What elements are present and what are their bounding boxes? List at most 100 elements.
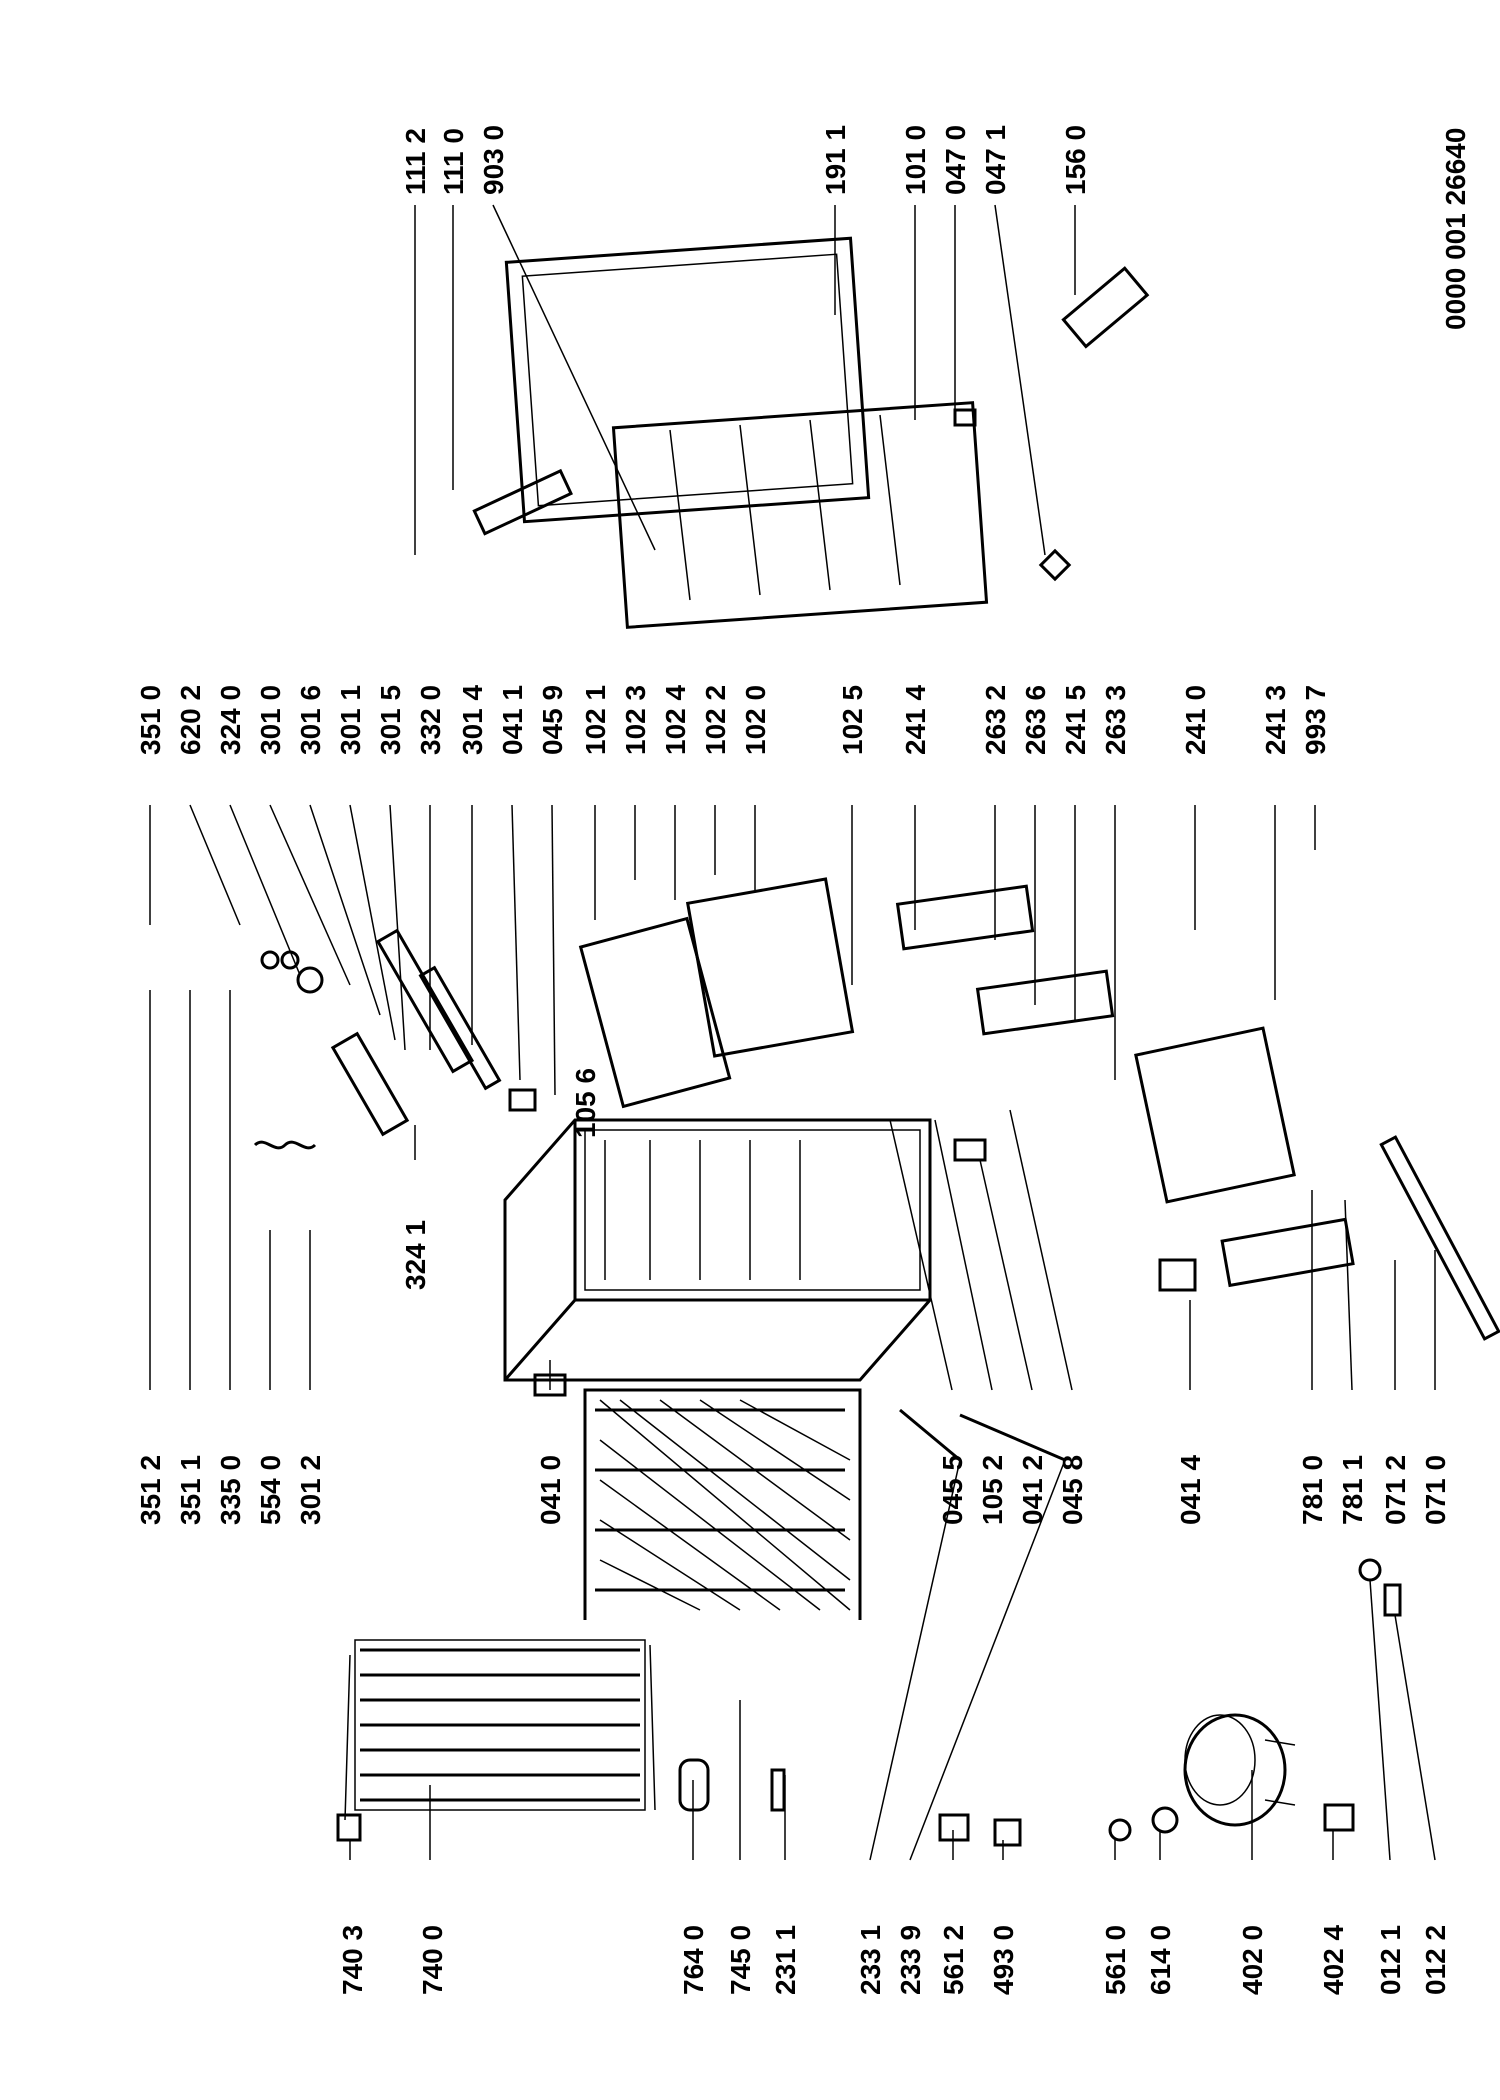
hinge-041-1 <box>508 1088 537 1112</box>
callout-045-9: 045 9 <box>537 685 568 755</box>
leader-line <box>349 804 396 1041</box>
relay-402-4 <box>1323 1803 1355 1832</box>
sensor-block <box>336 1813 362 1842</box>
cabinet <box>503 1118 932 1382</box>
callout-047-0: 047 0 <box>940 125 971 195</box>
callout-263-6: 263 6 <box>1020 685 1051 755</box>
callout-351-0: 351 0 <box>135 685 166 755</box>
door-panel <box>611 401 989 629</box>
callout-351-2: 351 2 <box>135 1455 166 1525</box>
callout-041-4: 041 4 <box>1175 1455 1206 1525</box>
callout-156-0: 156 0 <box>1060 125 1091 195</box>
callout-102-4: 102 4 <box>660 685 691 755</box>
callout-191-1: 191 1 <box>820 125 851 195</box>
callout-105-2: 105 2 <box>977 1455 1008 1525</box>
clip-493-0 <box>993 1818 1022 1847</box>
callout-041-1: 041 1 <box>497 685 528 755</box>
leader-line <box>979 1159 1033 1391</box>
callout-111-2: 111 2 <box>400 128 431 195</box>
leader-line <box>309 804 381 1016</box>
callout-301-5: 301 5 <box>375 685 406 755</box>
callout-332-0: 332 0 <box>415 685 446 755</box>
leader-line <box>551 804 556 1096</box>
callout-102-2: 102 2 <box>700 685 731 755</box>
leader-line <box>909 1459 1066 1861</box>
callout-263-2: 263 2 <box>980 685 1011 755</box>
shelf-241-4 <box>895 884 1035 951</box>
callout-233-1: 233 1 <box>855 1925 886 1995</box>
callout-101-0: 101 0 <box>900 125 931 195</box>
leader-line <box>389 804 406 1051</box>
condenser-bar-2 <box>959 1413 1066 1462</box>
callout-102-0: 102 0 <box>740 685 771 755</box>
callout-047-1: 047 1 <box>980 125 1011 195</box>
condenser-bar-1 <box>899 1408 961 1462</box>
basket-front-241-3 <box>1220 1217 1355 1288</box>
callout-620-2: 620 2 <box>175 685 206 755</box>
callout-324-0: 324 0 <box>215 685 246 755</box>
leader-line <box>269 804 351 986</box>
callout-301-1: 301 1 <box>335 685 366 755</box>
leader-line <box>994 204 1046 556</box>
hinge-041-2 <box>953 1138 987 1162</box>
callout-614-0: 614 0 <box>1145 1925 1176 1995</box>
stop-047-0 <box>953 408 977 427</box>
callout-301-2: 301 2 <box>295 1455 326 1525</box>
callout-402-0: 402 0 <box>1237 1925 1268 1995</box>
hinge-041-4 <box>1158 1258 1197 1292</box>
left-column-labels: 740 3 740 0 764 0 745 0 231 1 233 1 233 … <box>337 1925 1451 1995</box>
callout-071-2: 071 2 <box>1380 1455 1411 1525</box>
right-middle-column-labels: 351 0 620 2 324 0 301 0 301 6 301 1 301 … <box>135 685 1331 755</box>
callout-071-0: 071 0 <box>1420 1455 1451 1525</box>
plinth <box>1379 1135 1500 1341</box>
callout-740-3: 740 3 <box>337 1925 368 1995</box>
drawing-number: 0000 001 26640 <box>1440 128 1471 330</box>
leader-line <box>1394 1614 1436 1861</box>
callout-241-4: 241 4 <box>900 685 931 755</box>
door-gasket-inner <box>521 253 854 507</box>
callout-233-9: 233 9 <box>895 1925 926 1995</box>
hinge-041-0 <box>533 1373 567 1397</box>
callout-301-0: 301 0 <box>255 685 286 755</box>
callout-324-1: 324 1 <box>400 1220 431 1290</box>
clip-561-2 <box>938 1813 970 1842</box>
callout-335-0: 335 0 <box>215 1455 246 1525</box>
callout-554-0: 554 0 <box>255 1455 286 1525</box>
callout-301-6: 301 6 <box>295 685 326 755</box>
grommet-614-0 <box>1151 1806 1179 1834</box>
wire-shelves <box>583 1388 862 1620</box>
cap-012-2 <box>1383 1583 1402 1617</box>
callout-241-3: 241 3 <box>1260 685 1291 755</box>
callout-102-1: 102 1 <box>580 685 611 755</box>
leader-line <box>1369 1579 1391 1861</box>
callout-111-0: 111 0 <box>438 128 469 195</box>
callout-402-4: 402 4 <box>1318 1925 1349 1995</box>
callout-351-1: 351 1 <box>175 1455 206 1525</box>
callout-102-3: 102 3 <box>620 685 651 755</box>
drier <box>678 1758 710 1812</box>
leader-line <box>869 1459 961 1861</box>
callout-045-8: 045 8 <box>1057 1455 1088 1525</box>
door-shelves <box>669 414 901 601</box>
leader-line <box>189 804 241 926</box>
leader-line <box>1009 1109 1073 1391</box>
callout-764-0: 764 0 <box>678 1925 709 1995</box>
callout-903-0: 903 0 <box>478 125 509 195</box>
leader-line <box>934 1119 993 1391</box>
callout-561-2: 561 2 <box>938 1925 969 1995</box>
callout-493-0: 493 0 <box>988 1925 1019 1995</box>
door-gasket <box>504 236 871 524</box>
ice-tray <box>1061 266 1150 349</box>
basket-241-0 <box>1134 1026 1296 1204</box>
stop-047-1 <box>1038 548 1072 582</box>
callout-041-2: 041 2 <box>1017 1455 1048 1525</box>
callout-012-1: 012 1 <box>1375 1925 1406 1995</box>
pipe <box>770 1768 786 1812</box>
door-handle <box>472 468 573 536</box>
shelf-frame-102-1 <box>578 916 732 1109</box>
callout-241-0: 241 0 <box>1180 685 1211 755</box>
callout-781-1: 781 1 <box>1337 1455 1368 1525</box>
evaporator-coil <box>344 1639 656 1821</box>
callout-740-0: 740 0 <box>417 1925 448 1995</box>
cap-012-1 <box>1358 1558 1382 1582</box>
